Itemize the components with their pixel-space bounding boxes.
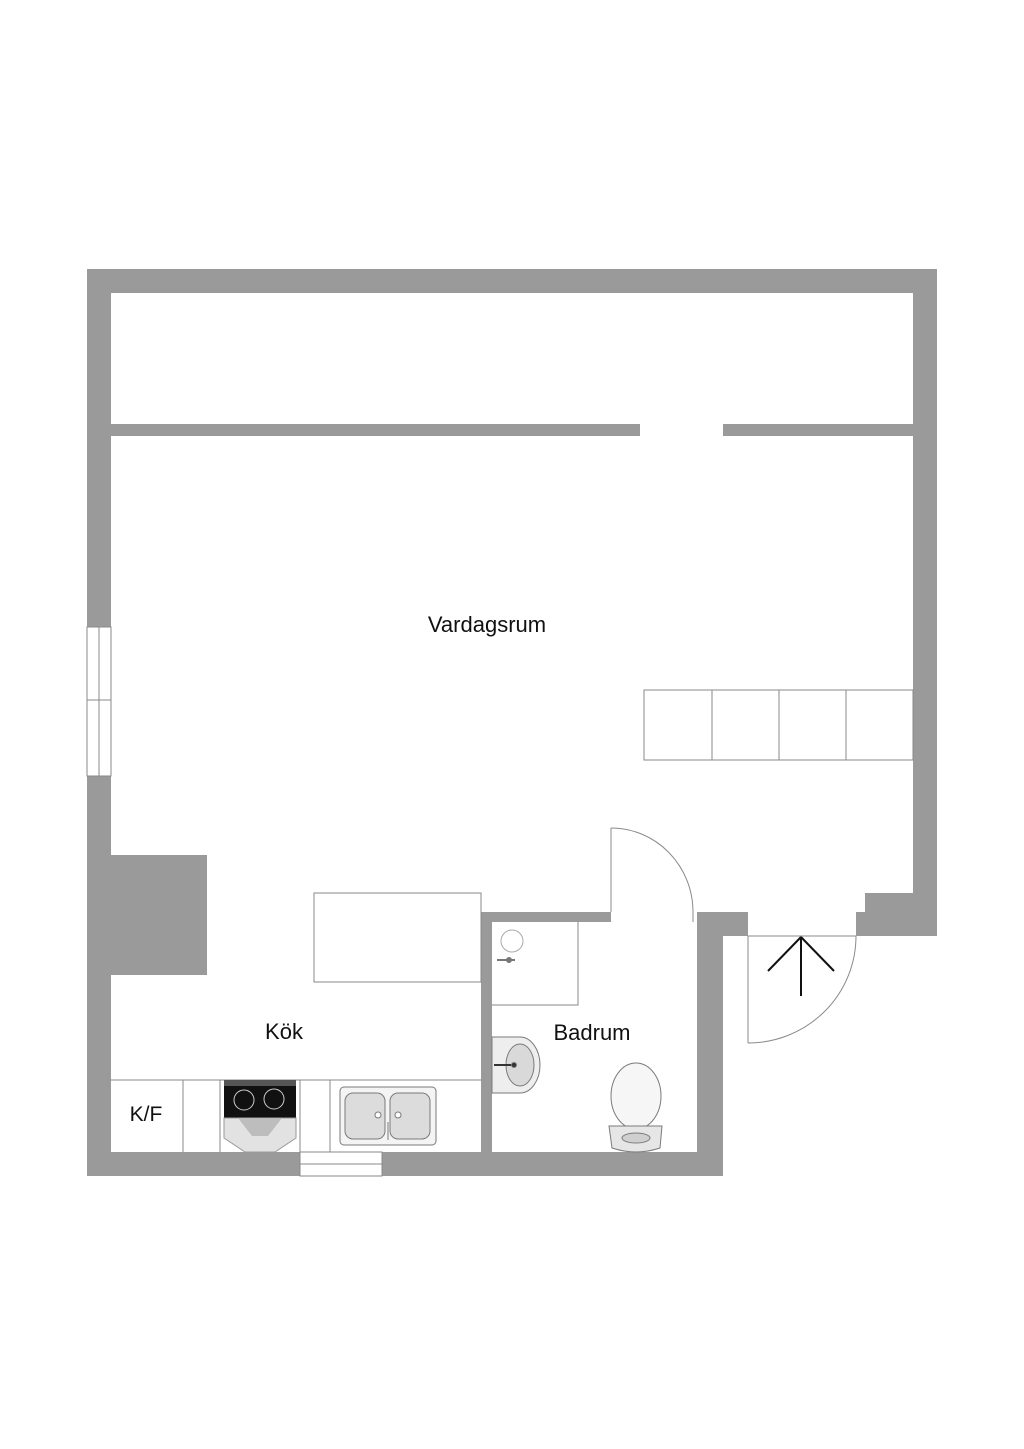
sink-icon	[339, 1086, 437, 1146]
entrance-door	[747, 935, 857, 1044]
wall-entry-left	[697, 912, 748, 936]
wall-entry-right	[856, 912, 937, 936]
entrance-arrow-icon	[767, 936, 835, 996]
room-label-living: Vardagsrum	[428, 612, 546, 637]
wall-bottom-left	[87, 1152, 300, 1176]
bathroom-door	[610, 827, 694, 922]
bath-wall-left	[481, 912, 492, 1152]
stove-icon	[223, 1080, 297, 1153]
window-bottom	[299, 1151, 383, 1177]
wall-right	[913, 269, 937, 936]
partition-right	[723, 424, 913, 436]
wardrobe	[643, 689, 914, 761]
room-label-bathroom: Badrum	[553, 1020, 630, 1045]
window-left	[86, 626, 112, 777]
partition-left	[111, 424, 640, 436]
wall-left-lower	[87, 776, 111, 1176]
toilet-icon	[608, 1062, 663, 1153]
wall-left-upper	[87, 269, 111, 627]
bath-wall-top	[481, 912, 611, 922]
room-label-kitchen: Kök	[265, 1019, 304, 1044]
wall-top	[87, 269, 937, 293]
interior-walls	[111, 424, 913, 1152]
fridge-label: K/F	[130, 1103, 163, 1126]
washbasin-icon	[491, 1036, 541, 1094]
wall-bath-right	[697, 912, 723, 1176]
wall-bottom-right	[382, 1152, 723, 1176]
kitchen-island	[313, 892, 482, 983]
shower-icon	[492, 922, 579, 1006]
wall-corner-step	[865, 893, 937, 915]
chimney	[87, 855, 207, 975]
outer-walls	[87, 269, 937, 1176]
